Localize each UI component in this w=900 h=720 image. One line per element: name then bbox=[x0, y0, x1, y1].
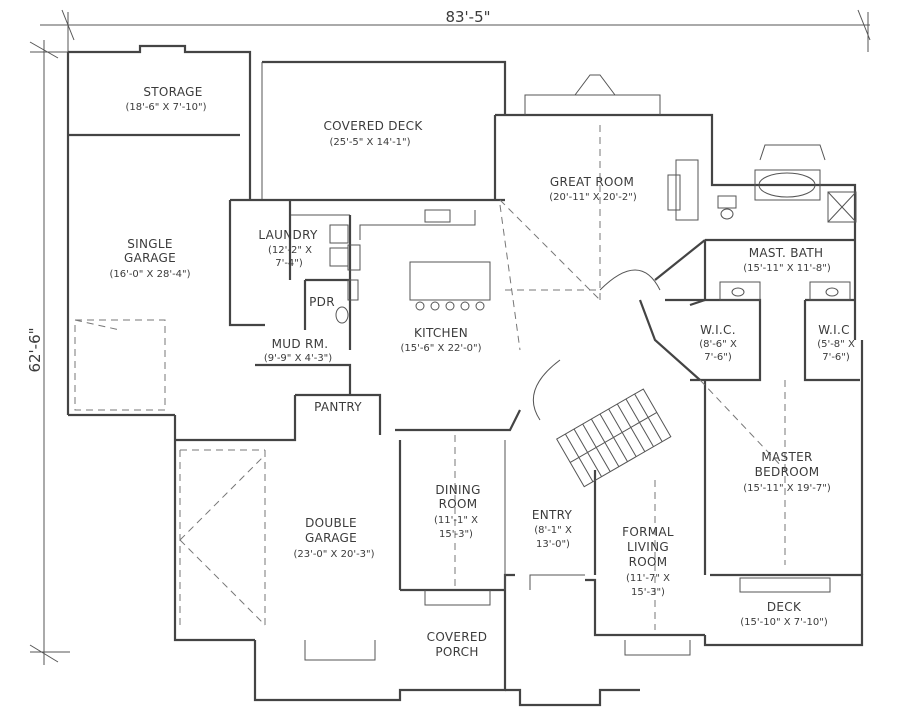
room-name: PORCH bbox=[435, 645, 478, 659]
room-size: (11'-7" X bbox=[626, 573, 670, 584]
exterior-walls bbox=[66, 44, 864, 707]
room-mast-bath: MAST. BATH (15'-11" X 11'-8") bbox=[743, 246, 831, 274]
room-name: BEDROOM bbox=[755, 465, 820, 479]
room-name: COVERED bbox=[427, 630, 488, 644]
room-size: (16'-0" X 28'-4") bbox=[109, 269, 190, 280]
room-name: DOUBLE bbox=[305, 516, 357, 530]
room-name: LIVING bbox=[627, 540, 669, 554]
room-covered-porch: COVERED PORCH bbox=[427, 630, 488, 659]
overall-width-label: 83'-5" bbox=[445, 8, 490, 26]
room-name: MUD RM. bbox=[272, 337, 329, 351]
room-name: FORMAL bbox=[622, 525, 674, 539]
room-size: (15'-11" X 19'-7") bbox=[743, 483, 831, 494]
room-size: (11'-1" X bbox=[434, 515, 478, 526]
room-name: ROOM bbox=[439, 497, 478, 511]
dashed-references bbox=[74, 125, 786, 630]
room-laundry: LAUNDRY (12'-2" X 7'-4") bbox=[258, 228, 318, 269]
room-size: (15'-6" X 22'-0") bbox=[400, 343, 481, 354]
room-size: (12'-2" X bbox=[268, 245, 312, 256]
room-name: DECK bbox=[767, 600, 802, 614]
room-great-room: GREAT ROOM (20'-11" X 20'-2") bbox=[549, 175, 637, 203]
room-name: GREAT ROOM bbox=[550, 175, 634, 189]
room-size: (18'-6" X 7'-10") bbox=[125, 102, 206, 113]
room-formal-living: FORMAL LIVING ROOM (11'-7" X 15'-3") bbox=[622, 525, 674, 598]
room-pantry: PANTRY bbox=[314, 400, 362, 414]
overall-depth-dimension: 62'-6" bbox=[26, 40, 70, 665]
room-name: ENTRY bbox=[532, 508, 573, 522]
room-name: KITCHEN bbox=[414, 326, 468, 340]
room-name: GARAGE bbox=[305, 531, 357, 545]
room-name: MAST. BATH bbox=[749, 246, 824, 260]
room-size: (9'-9" X 4'-3") bbox=[264, 353, 332, 364]
room-size: (20'-11" X 20'-2") bbox=[549, 192, 637, 203]
room-wic-1: W.I.C. (8'-6" X 7'-6") bbox=[699, 323, 737, 363]
room-name: COVERED DECK bbox=[323, 119, 423, 133]
overall-width-dimension: 83'-5" bbox=[40, 8, 871, 52]
room-mud-rm: MUD RM. (9'-9" X 4'-3") bbox=[264, 337, 332, 364]
room-name: W.I.C. bbox=[700, 323, 736, 337]
room-size: (15'-11" X 11'-8") bbox=[743, 263, 831, 274]
fixtures bbox=[304, 74, 857, 661]
room-name: SINGLE bbox=[127, 237, 173, 251]
room-size: (8'-6" X bbox=[699, 339, 737, 350]
room-name: PANTRY bbox=[314, 400, 362, 414]
room-size: (5'-8" X bbox=[817, 339, 855, 350]
room-entry: ENTRY (8'-1" X 13'-0") bbox=[532, 508, 573, 550]
room-single-garage: SINGLE GARAGE (16'-0" X 28'-4") bbox=[109, 237, 190, 280]
room-pdr: PDR bbox=[309, 295, 335, 309]
room-name: MASTER bbox=[761, 450, 812, 464]
room-size: 7'-6") bbox=[822, 352, 850, 363]
room-name: GARAGE bbox=[124, 251, 176, 265]
room-size: 7'-4") bbox=[275, 258, 303, 269]
room-wic-2: W.I.C (5'-8" X 7'-6") bbox=[817, 323, 855, 363]
room-size: (25'-5" X 14'-1") bbox=[329, 137, 410, 148]
room-size: 7'-6") bbox=[704, 352, 732, 363]
room-size: (15'-10" X 7'-10") bbox=[740, 617, 828, 628]
room-master-bedroom: MASTER BEDROOM (15'-11" X 19'-7") bbox=[743, 450, 831, 494]
room-deck: DECK (15'-10" X 7'-10") bbox=[740, 600, 828, 628]
room-size: 13'-0") bbox=[536, 539, 570, 550]
room-size: 15'-3") bbox=[439, 529, 473, 540]
room-size: (23'-0" X 20'-3") bbox=[293, 549, 374, 560]
room-kitchen: KITCHEN (15'-6" X 22'-0") bbox=[400, 326, 481, 354]
room-name: PDR bbox=[309, 295, 335, 309]
room-dining-room: DINING ROOM (11'-1" X 15'-3") bbox=[434, 483, 480, 540]
room-storage: STORAGE (18'-6" X 7'-10") bbox=[125, 85, 206, 113]
room-name: ROOM bbox=[629, 555, 668, 569]
room-name: W.I.C bbox=[818, 323, 850, 337]
room-name: DINING bbox=[435, 483, 480, 497]
room-name: LAUNDRY bbox=[258, 228, 318, 242]
overall-depth-label: 62'-6" bbox=[26, 327, 44, 372]
interior-walls bbox=[68, 133, 860, 592]
room-size: (8'-1" X bbox=[534, 525, 572, 536]
room-size: 15'-3") bbox=[631, 587, 665, 598]
room-name: STORAGE bbox=[143, 85, 202, 99]
room-double-garage: DOUBLE GARAGE (23'-0" X 20'-3") bbox=[293, 516, 374, 560]
room-covered-deck: COVERED DECK (25'-5" X 14'-1") bbox=[323, 119, 423, 148]
